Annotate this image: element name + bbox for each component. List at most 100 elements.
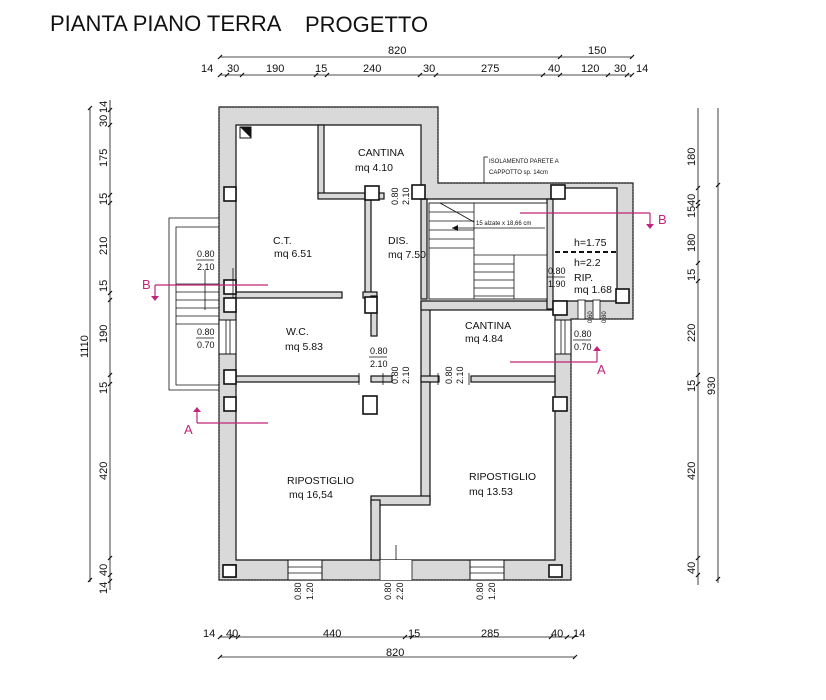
- opening-width: 0.80: [475, 582, 485, 600]
- dim-left-seg: 420: [98, 462, 110, 480]
- opening-height: 2.10: [401, 366, 411, 384]
- bottom-dimensions: 14 40 440 15 285 40 14 820: [203, 628, 585, 660]
- dim-top-seg: 190: [266, 63, 284, 75]
- dim-bottom-seg: 285: [481, 628, 499, 640]
- opening-height: 2.10: [401, 187, 411, 205]
- dim-top-total: 820: [388, 45, 406, 57]
- opening-height: 2.10: [370, 359, 388, 369]
- dim-right-seg: 220: [686, 324, 698, 342]
- opening-height: 0.80: [602, 311, 608, 323]
- annotations: ISOLAMENTO PARETE A CAPPOTTO sp. 14cm h=…: [483, 156, 607, 269]
- dim-right-seg: 15: [686, 380, 698, 392]
- top-dimensions: 820 150 14 30 190 15 240 30 275 40 120 3…: [201, 45, 648, 78]
- insulation-note-1: ISOLAMENTO PARETE A: [489, 159, 559, 165]
- dim-left-seg: 15: [98, 193, 110, 205]
- opening-labels: 0.80 2.10 0.80 2.10 0.80 0.70 0.80 2.10 …: [196, 187, 608, 600]
- room-labels: CANTINA mq 4.10 C.T. mq 6.51 DIS. mq 7.5…: [273, 147, 612, 501]
- room-area: mq 4.10: [355, 162, 393, 174]
- left-dimensions: 1110 14 30 175 15 210 15 190 15 420 40 1…: [79, 100, 113, 594]
- room-area: mq 13.53: [469, 486, 513, 498]
- room-name: C.T.: [273, 235, 292, 247]
- height-label-2: h=2.2: [574, 257, 601, 269]
- dim-right-seg: 15: [686, 269, 698, 281]
- dim-top-seg: 240: [363, 63, 381, 75]
- right-dimensions: 180 40 15 180 15 220 15 420 40 930: [686, 108, 721, 585]
- opening-height: 0.70: [574, 342, 592, 352]
- door-markers: [232, 268, 470, 385]
- dim-top-seg: 40: [548, 63, 560, 75]
- plan-subtitle: PROGETTO: [305, 12, 428, 37]
- dim-bottom-seg: 15: [408, 628, 420, 640]
- rip-window: [577, 299, 586, 320]
- dim-right-seg: 40: [686, 562, 698, 574]
- dim-top-seg: 14: [636, 63, 648, 75]
- dim-top-seg: 30: [423, 63, 435, 75]
- dim-top-seg: 15: [315, 63, 327, 75]
- room-name: CANTINA: [358, 147, 404, 159]
- opening-height: 1.20: [305, 582, 315, 600]
- dim-left-seg: 14: [98, 101, 110, 113]
- room-area: mq 4.84: [465, 333, 503, 345]
- dim-top-seg: 275: [481, 63, 499, 75]
- dim-top-seg: 14: [201, 63, 213, 75]
- opening-height: 1.90: [548, 279, 566, 289]
- opening-width: 0.80: [390, 187, 400, 205]
- room-name: RIPOSTIGLIO: [287, 475, 354, 487]
- section-b-right: B: [658, 212, 667, 227]
- exterior-walls: [218, 106, 634, 581]
- dim-top-seg: 120: [581, 63, 599, 75]
- opening-height: 2.10: [197, 262, 215, 272]
- opening-height: 2.10: [455, 366, 465, 384]
- room-area: mq 6.51: [274, 248, 312, 260]
- dim-left-seg: 15: [98, 280, 110, 292]
- plan-title: PIANTA PIANO TERRA: [50, 11, 282, 36]
- dim-left-seg: 15: [98, 382, 110, 394]
- dim-right-seg: 180: [686, 234, 698, 252]
- dim-bottom-seg: 40: [226, 628, 238, 640]
- opening-width: 0.80: [293, 582, 303, 600]
- insulation-note-2: CAPPOTTO sp. 14cm: [489, 170, 548, 176]
- room-name: RIPOSTIGLIO: [469, 471, 536, 483]
- dim-bottom-seg: 40: [551, 628, 563, 640]
- dim-right-total: 930: [706, 377, 718, 395]
- dim-top-seg: 30: [614, 63, 626, 75]
- room-area: mq 5.83: [285, 341, 323, 353]
- exterior-steps: [168, 217, 219, 391]
- opening-height: 0.70: [197, 340, 215, 350]
- dim-bottom-seg: 440: [323, 628, 341, 640]
- stairs-label: 15 alzate x 18,66 cm: [476, 221, 531, 227]
- section-b-left: B: [142, 277, 151, 292]
- room-name: RIP.: [574, 272, 593, 284]
- section-markers: B B A A: [142, 212, 667, 437]
- dim-right-seg: 420: [686, 462, 698, 480]
- dim-left-total: 1110: [79, 335, 91, 358]
- pillars: [222, 126, 630, 578]
- dim-left-seg: 30: [98, 115, 110, 127]
- opening-width: 0.60: [588, 311, 594, 323]
- opening-width: 0.80: [370, 346, 388, 356]
- dim-bottom-seg: 14: [573, 628, 585, 640]
- dim-right-seg: 40: [686, 194, 698, 206]
- section-a-right: A: [597, 362, 606, 377]
- dim-left-seg: 40: [98, 564, 110, 576]
- dim-bottom-seg: 14: [203, 628, 215, 640]
- room-area: mq 1.68: [574, 284, 612, 296]
- opening-width: 0.80: [548, 266, 566, 276]
- room-name: DIS.: [388, 235, 408, 247]
- dim-top-side: 150: [588, 45, 606, 57]
- opening-width: 0.80: [197, 327, 215, 337]
- staircase: 15 alzate x 18,66 cm: [428, 202, 548, 300]
- opening-width: 0.80: [390, 366, 400, 384]
- dim-left-seg: 14: [98, 582, 110, 594]
- dim-right-seg: 15: [686, 206, 698, 218]
- opening-width: 0.80: [444, 366, 454, 384]
- dim-bottom-total: 820: [386, 647, 404, 659]
- room-name: W.C.: [286, 326, 309, 338]
- opening-height: 1.20: [487, 582, 497, 600]
- dim-right-seg: 180: [686, 148, 698, 166]
- dim-left-seg: 190: [98, 325, 110, 343]
- room-name: CANTINA: [465, 320, 511, 332]
- opening-width: 0.80: [574, 329, 592, 339]
- rip-window: [592, 299, 601, 320]
